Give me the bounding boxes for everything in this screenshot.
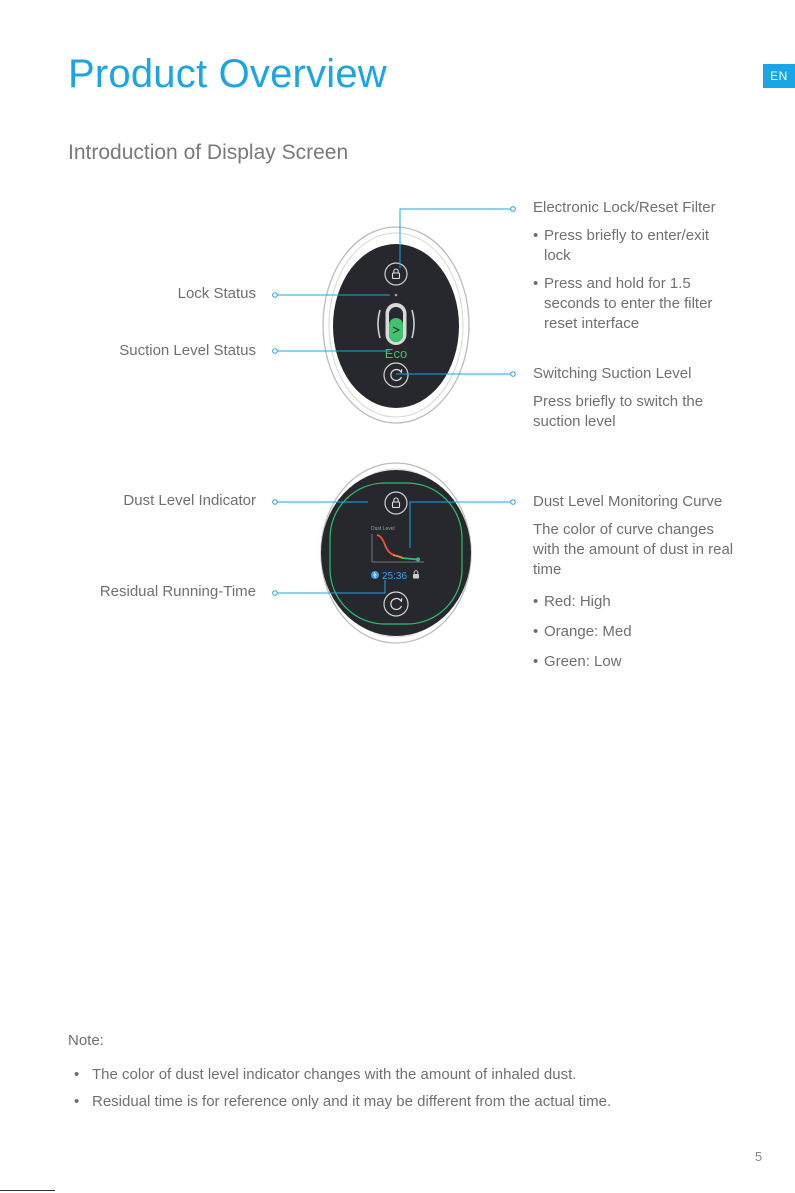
device-illustration-2: Dust Level 25:36	[320, 462, 472, 644]
list-item: Press briefly to enter/exit lock	[533, 226, 739, 266]
dust-level-indicator-label: Dust Level Indicator	[123, 492, 256, 509]
residual-time-screen-text: 25:36	[382, 571, 407, 582]
lock-status-dot	[394, 293, 398, 297]
switching-suction-text: Press briefly to switch the suction leve…	[533, 393, 704, 430]
list-item: Orange: Med	[533, 622, 748, 642]
eco-mode-text: Eco	[385, 346, 407, 361]
list-item: Red: High	[533, 592, 748, 612]
note-item: The color of dust level indicator change…	[74, 1065, 611, 1085]
suction-mode-icon	[377, 303, 415, 345]
note-item: Residual time is for reference only and …	[74, 1092, 611, 1112]
corner-rule	[0, 1190, 55, 1191]
battery-icon	[371, 571, 379, 579]
dust-level-screen-label: Dust Level	[371, 526, 395, 532]
note-title: Note:	[68, 1032, 104, 1049]
electronic-lock-list: Press briefly to enter/exit lock Press a…	[533, 226, 773, 334]
page-number: 5	[755, 1149, 763, 1164]
leader-lines-1	[275, 208, 513, 375]
suction-switch-button	[383, 591, 409, 617]
residual-running-time-label: Residual Running-Time	[99, 583, 256, 600]
language-badge: EN	[763, 64, 795, 88]
lock-status-label: Lock Status	[177, 285, 256, 302]
lock-icon	[391, 268, 401, 280]
dust-curve-heading: Dust Level Monitoring Curve	[533, 493, 723, 510]
lock-icon	[391, 497, 401, 509]
lock-button	[384, 491, 408, 515]
dust-curve-text: The color of curve changes with the amou…	[533, 521, 734, 578]
device-illustration-1: Eco	[322, 226, 470, 424]
dust-level-curve	[371, 534, 424, 563]
suction-switch-button	[383, 362, 409, 388]
list-item: Green: Low	[533, 652, 748, 672]
leader-lines-2	[275, 501, 513, 594]
lock-status-icon	[413, 570, 419, 579]
lock-button	[384, 262, 408, 286]
cycle-icon	[390, 597, 403, 611]
section-subtitle: Introduction of Display Screen	[68, 141, 349, 164]
suction-level-status-label: Suction Level Status	[119, 342, 256, 359]
note-list: The color of dust level indicator change…	[74, 1065, 611, 1119]
dust-level-ring	[329, 482, 463, 625]
page-title: Product Overview	[68, 52, 387, 96]
electronic-lock-heading: Electronic Lock/Reset Filter	[533, 199, 716, 216]
cycle-icon	[390, 368, 403, 382]
switching-suction-heading: Switching Suction Level	[533, 365, 692, 382]
dust-curve-color-list: Red: High Orange: Med Green: Low	[533, 592, 748, 672]
list-item: Press and hold for 1.5 seconds to enter …	[533, 274, 739, 334]
